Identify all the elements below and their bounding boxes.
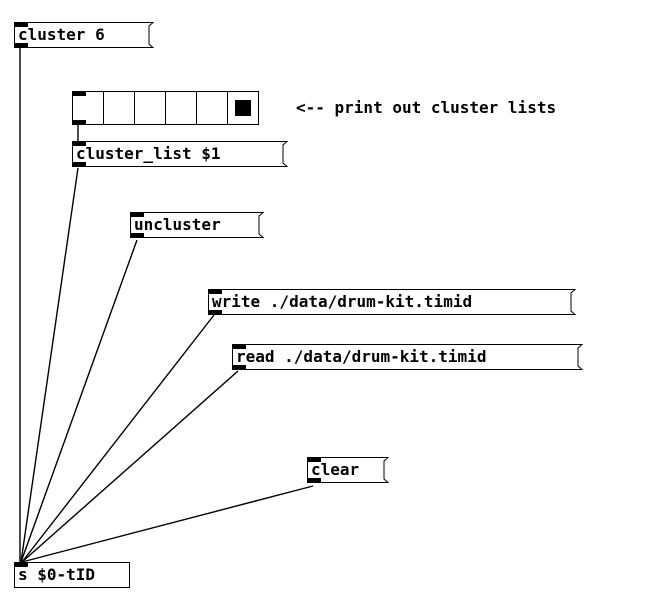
clear-message-label: clear [311, 460, 360, 479]
write-file-message-label: write ./data/drum-kit.timid [212, 292, 473, 311]
cluster-list-message-label: cluster_list $1 [76, 144, 221, 163]
message-flag-icon [280, 141, 288, 167]
cord-write-to-send[interactable] [21, 314, 215, 563]
cord-uncluster-to-send[interactable] [20, 239, 138, 563]
inlet[interactable] [232, 344, 246, 349]
inlet[interactable] [14, 22, 28, 27]
inlet[interactable] [208, 289, 222, 294]
outlet[interactable] [307, 478, 321, 483]
send-object[interactable]: s $0-tID [14, 562, 130, 588]
radio-cell[interactable] [196, 91, 228, 125]
inlet[interactable] [14, 562, 28, 567]
inlet[interactable] [130, 212, 144, 217]
cluster-list-message[interactable]: cluster_list $1 [72, 141, 288, 167]
inlet[interactable] [72, 91, 86, 96]
outlet[interactable] [232, 365, 246, 370]
message-flag-icon [381, 457, 389, 483]
message-flag-icon [256, 212, 264, 238]
radio-cell[interactable] [134, 91, 166, 125]
uncluster-message[interactable]: uncluster [130, 212, 264, 238]
cluster-message[interactable]: cluster 6 [14, 22, 154, 48]
outlet[interactable] [14, 43, 28, 48]
clear-message[interactable]: clear [307, 457, 389, 483]
cord-read-to-send[interactable] [21, 370, 239, 563]
radio-cell[interactable] [72, 91, 104, 125]
comment-print-cluster-lists: <-- print out cluster lists [296, 98, 557, 117]
outlet[interactable] [72, 162, 86, 167]
radio-cell-selected[interactable] [227, 91, 259, 125]
radio-cell[interactable] [165, 91, 197, 125]
cluster-radio-selector[interactable] [72, 91, 259, 125]
read-file-message[interactable]: read ./data/drum-kit.timid [232, 344, 583, 370]
outlet[interactable] [208, 310, 222, 315]
message-flag-icon [146, 22, 154, 48]
cord-clear-to-send[interactable] [21, 485, 314, 563]
send-object-label: s $0-tID [18, 565, 96, 584]
uncluster-message-label: uncluster [134, 215, 221, 234]
outlet[interactable] [130, 233, 144, 238]
read-file-message-label: read ./data/drum-kit.timid [236, 347, 487, 366]
inlet[interactable] [72, 141, 86, 146]
cluster-message-label: cluster 6 [18, 25, 105, 44]
message-flag-icon [568, 289, 576, 315]
cord-cluster-list-to-send[interactable] [20, 167, 79, 563]
outlet[interactable] [72, 120, 86, 125]
write-file-message[interactable]: write ./data/drum-kit.timid [208, 289, 576, 315]
radio-selected-dot-icon [235, 100, 251, 116]
radio-cell[interactable] [103, 91, 135, 125]
inlet[interactable] [307, 457, 321, 462]
message-flag-icon [575, 344, 583, 370]
